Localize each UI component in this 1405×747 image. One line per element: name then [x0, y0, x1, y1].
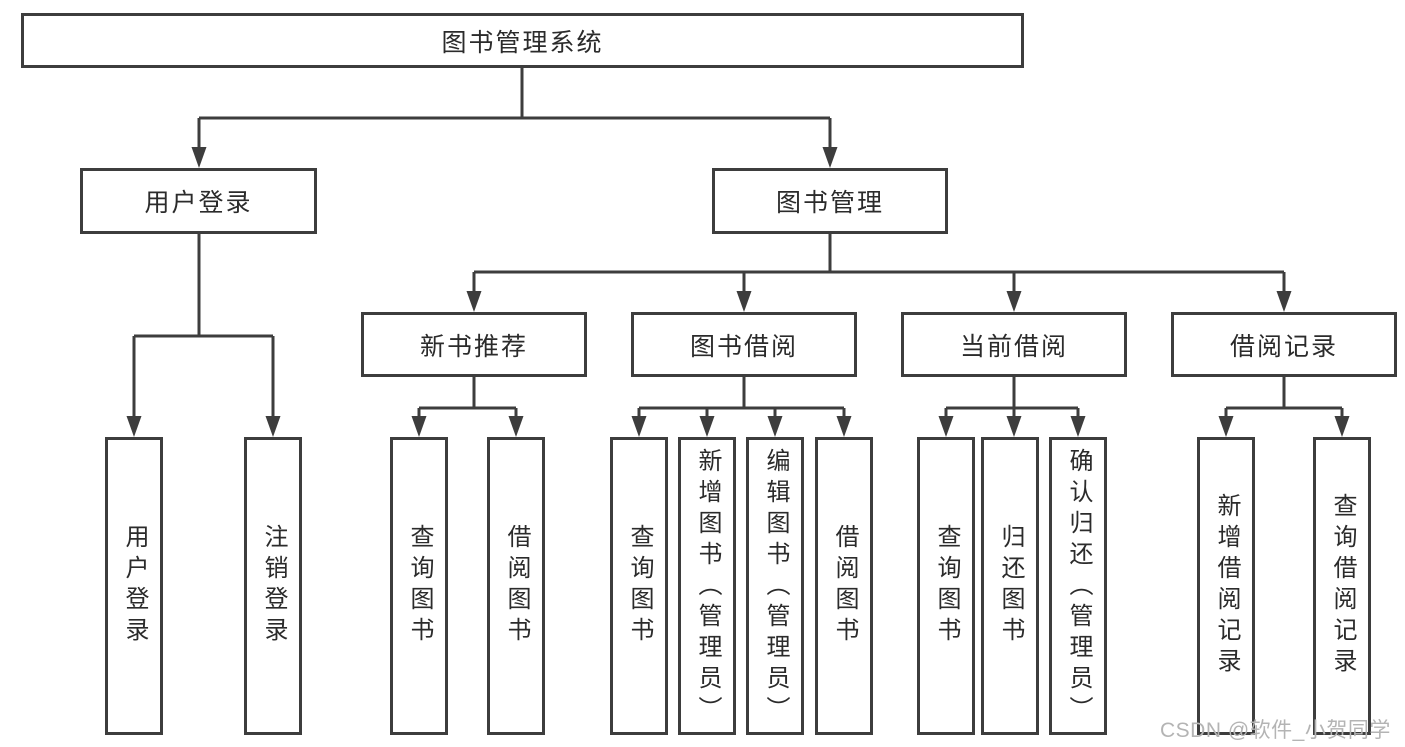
leaf-query-books-borrowing: 查询图书 [610, 437, 668, 735]
csdn-watermark: CSDN @软件_小贺同学 [1160, 719, 1391, 742]
leaf-borrow-books-recommend: 借阅图书 [487, 437, 545, 735]
node-borrowing-records: 借阅记录 [1171, 312, 1397, 377]
node-library-management-system: 图书管理系统 [21, 13, 1024, 68]
leaf-return-books: 归还图书 [981, 437, 1039, 735]
node-current-borrowing: 当前借阅 [901, 312, 1127, 377]
leaf-logout-login: 注销登录 [244, 437, 302, 735]
leaf-borrow-books-borrowing: 借阅图书 [815, 437, 873, 735]
leaf-edit-books-admin: 编辑图书（管理员） [746, 437, 804, 735]
node-book-borrowing: 图书借阅 [631, 312, 857, 377]
node-user-login: 用户登录 [80, 168, 317, 234]
leaf-query-borrow-record: 查询借阅记录 [1313, 437, 1371, 735]
leaf-add-borrow-record: 新增借阅记录 [1197, 437, 1255, 735]
node-new-book-recommendation: 新书推荐 [361, 312, 587, 377]
leaf-user-login: 用户登录 [105, 437, 163, 735]
leaf-query-books-recommend: 查询图书 [390, 437, 448, 735]
node-book-management: 图书管理 [712, 168, 948, 234]
leaf-query-books-current: 查询图书 [917, 437, 975, 735]
leaf-confirm-return-admin: 确认归还（管理员） [1049, 437, 1107, 735]
leaf-add-books-admin: 新增图书（管理员） [678, 437, 736, 735]
